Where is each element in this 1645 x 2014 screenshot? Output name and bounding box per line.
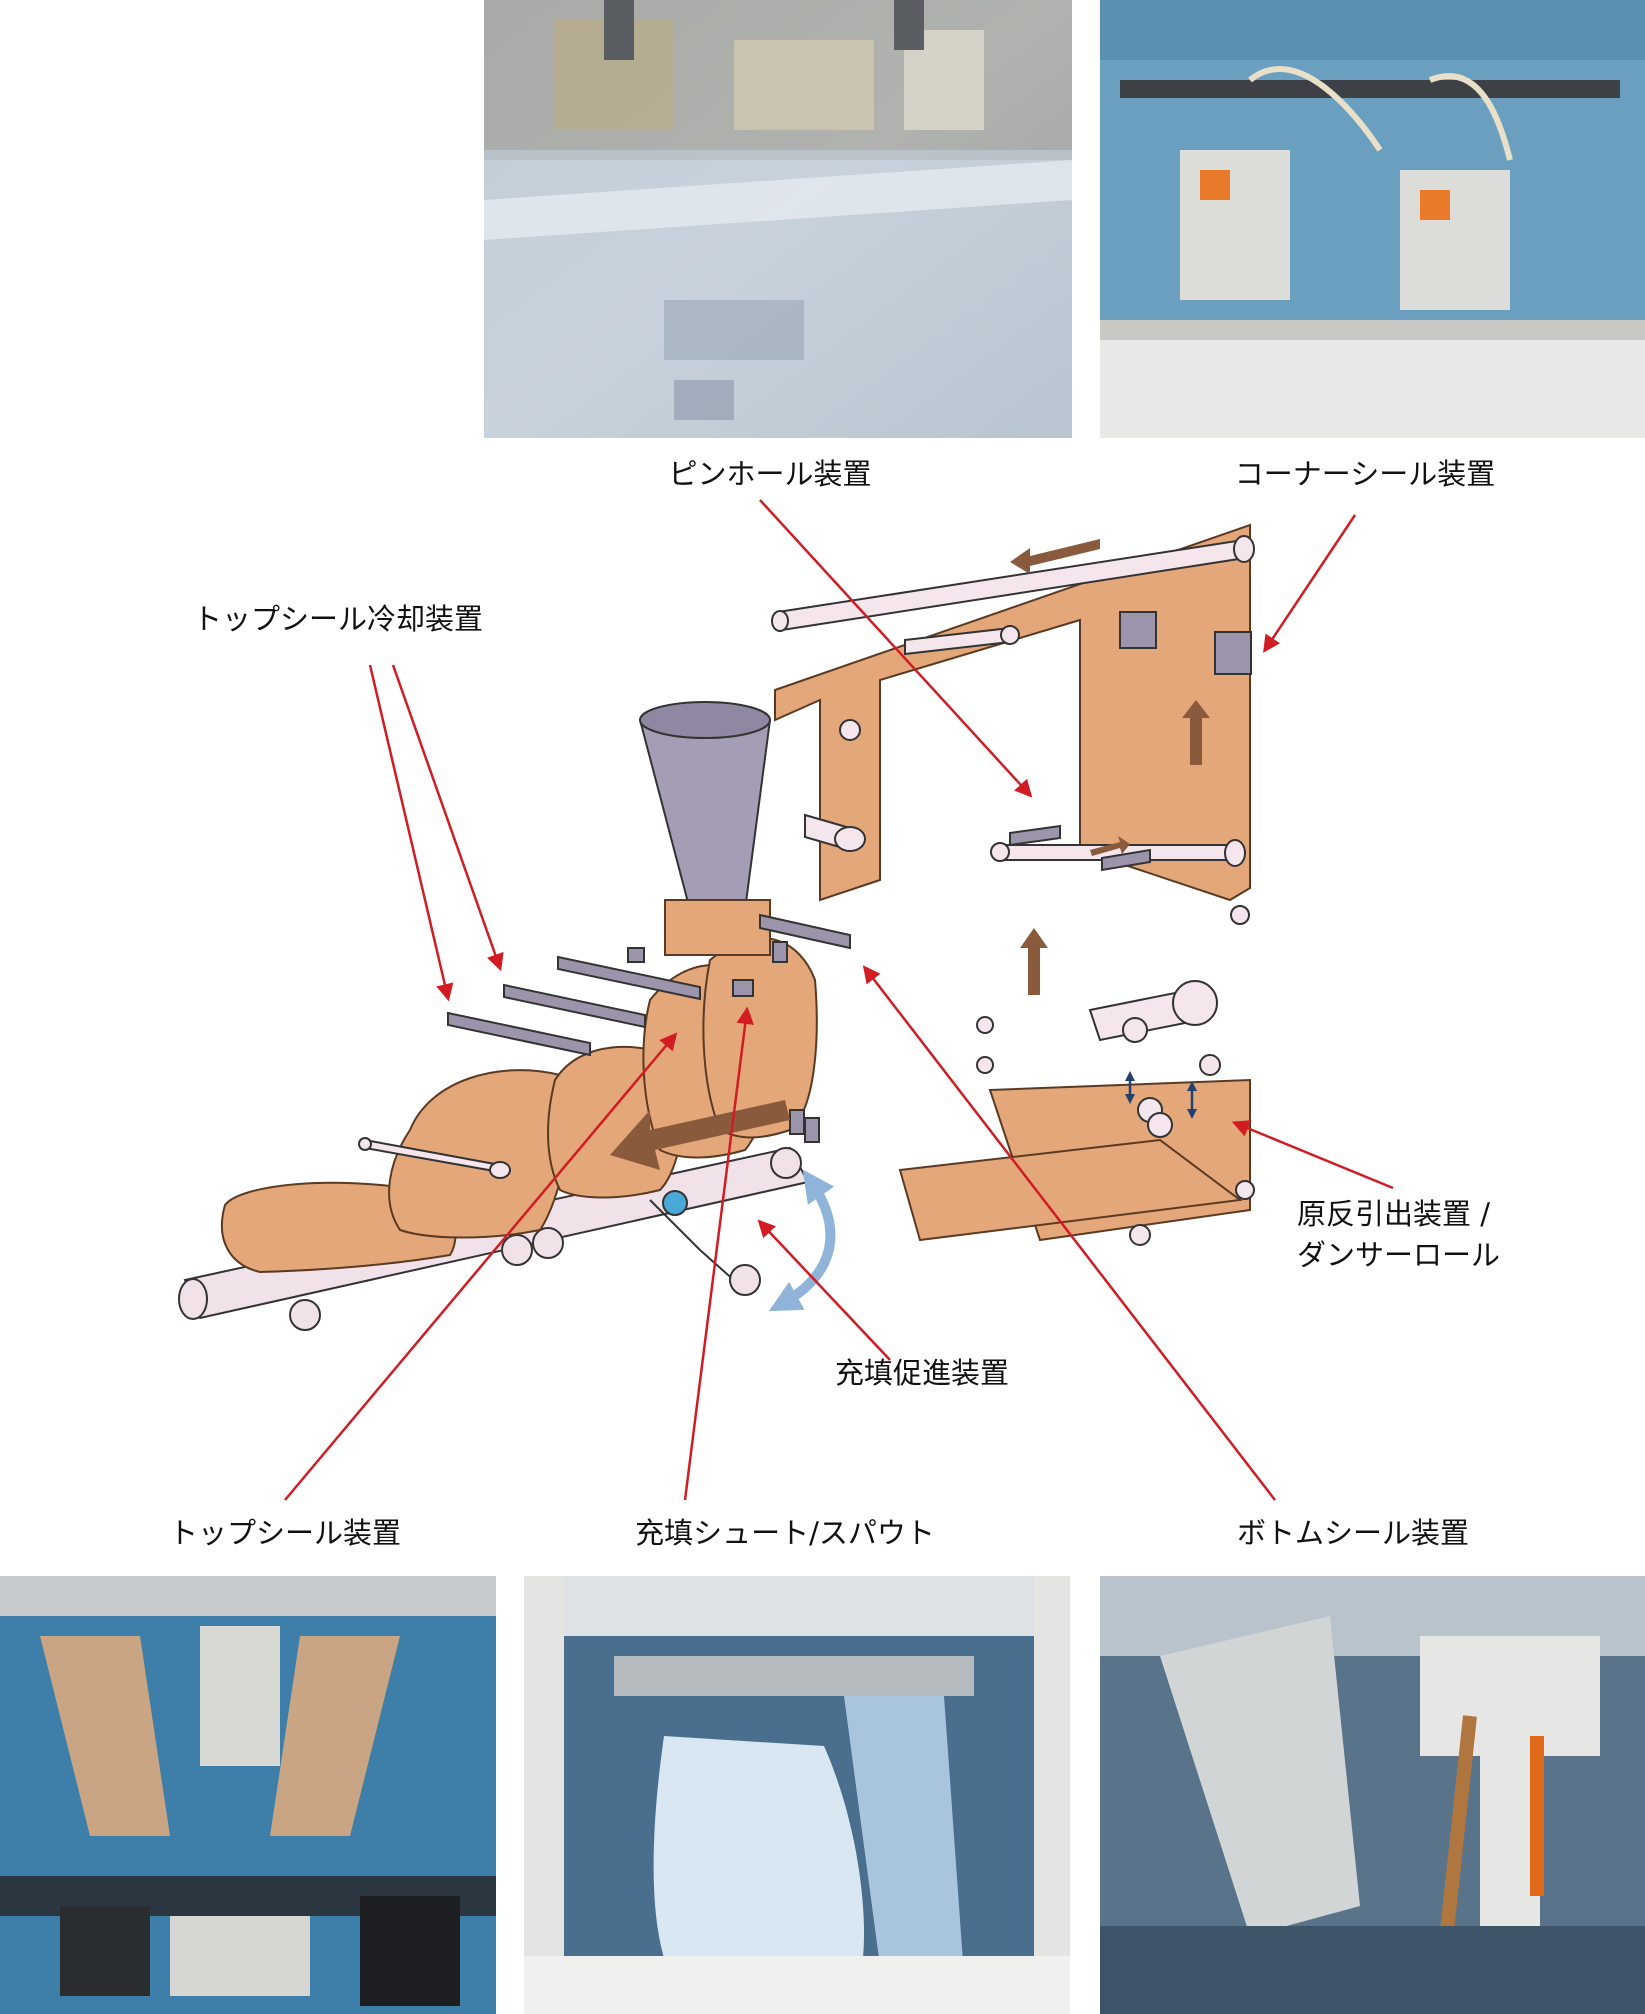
photo-film-web bbox=[484, 0, 1072, 438]
photo-filling-chute bbox=[524, 1576, 1070, 2014]
label-dancer-roll-line2: ダンサーロール bbox=[1297, 1238, 1501, 1272]
swing-motion-arrow bbox=[768, 1169, 836, 1312]
label-top-seal-cooling-device: トップシール冷却装置 bbox=[192, 602, 484, 636]
rollers bbox=[771, 535, 1255, 1246]
dancer-motion-arrows bbox=[1125, 1071, 1197, 1119]
label-bottom-seal-device: ボトムシール装置 bbox=[1236, 1516, 1470, 1550]
leader-arrows bbox=[284, 499, 1394, 1501]
label-pinhole-device: ピンホール装置 bbox=[668, 457, 872, 491]
label-fill-chute-spout: 充填シュート/スパウト bbox=[635, 1516, 935, 1550]
photo-corner-seal-unit bbox=[1100, 0, 1645, 438]
label-unwind-device-line1: 原反引出装置 / bbox=[1297, 1197, 1490, 1231]
film-flow-arrows bbox=[610, 539, 1210, 1170]
photo-top-seal-unit bbox=[0, 1576, 496, 2014]
photo-bottom-seal-unit bbox=[1100, 1576, 1645, 2014]
label-fill-promote-device: 充填促進装置 bbox=[834, 1356, 1010, 1390]
label-corner-seal-device: コーナーシール装置 bbox=[1234, 457, 1496, 491]
seal-bars bbox=[447, 611, 1252, 1143]
filling-hopper bbox=[638, 701, 772, 956]
filled-bags bbox=[220, 937, 818, 1274]
bag-guide-rod bbox=[358, 1137, 511, 1179]
label-top-seal-device: トップシール装置 bbox=[168, 1516, 402, 1550]
